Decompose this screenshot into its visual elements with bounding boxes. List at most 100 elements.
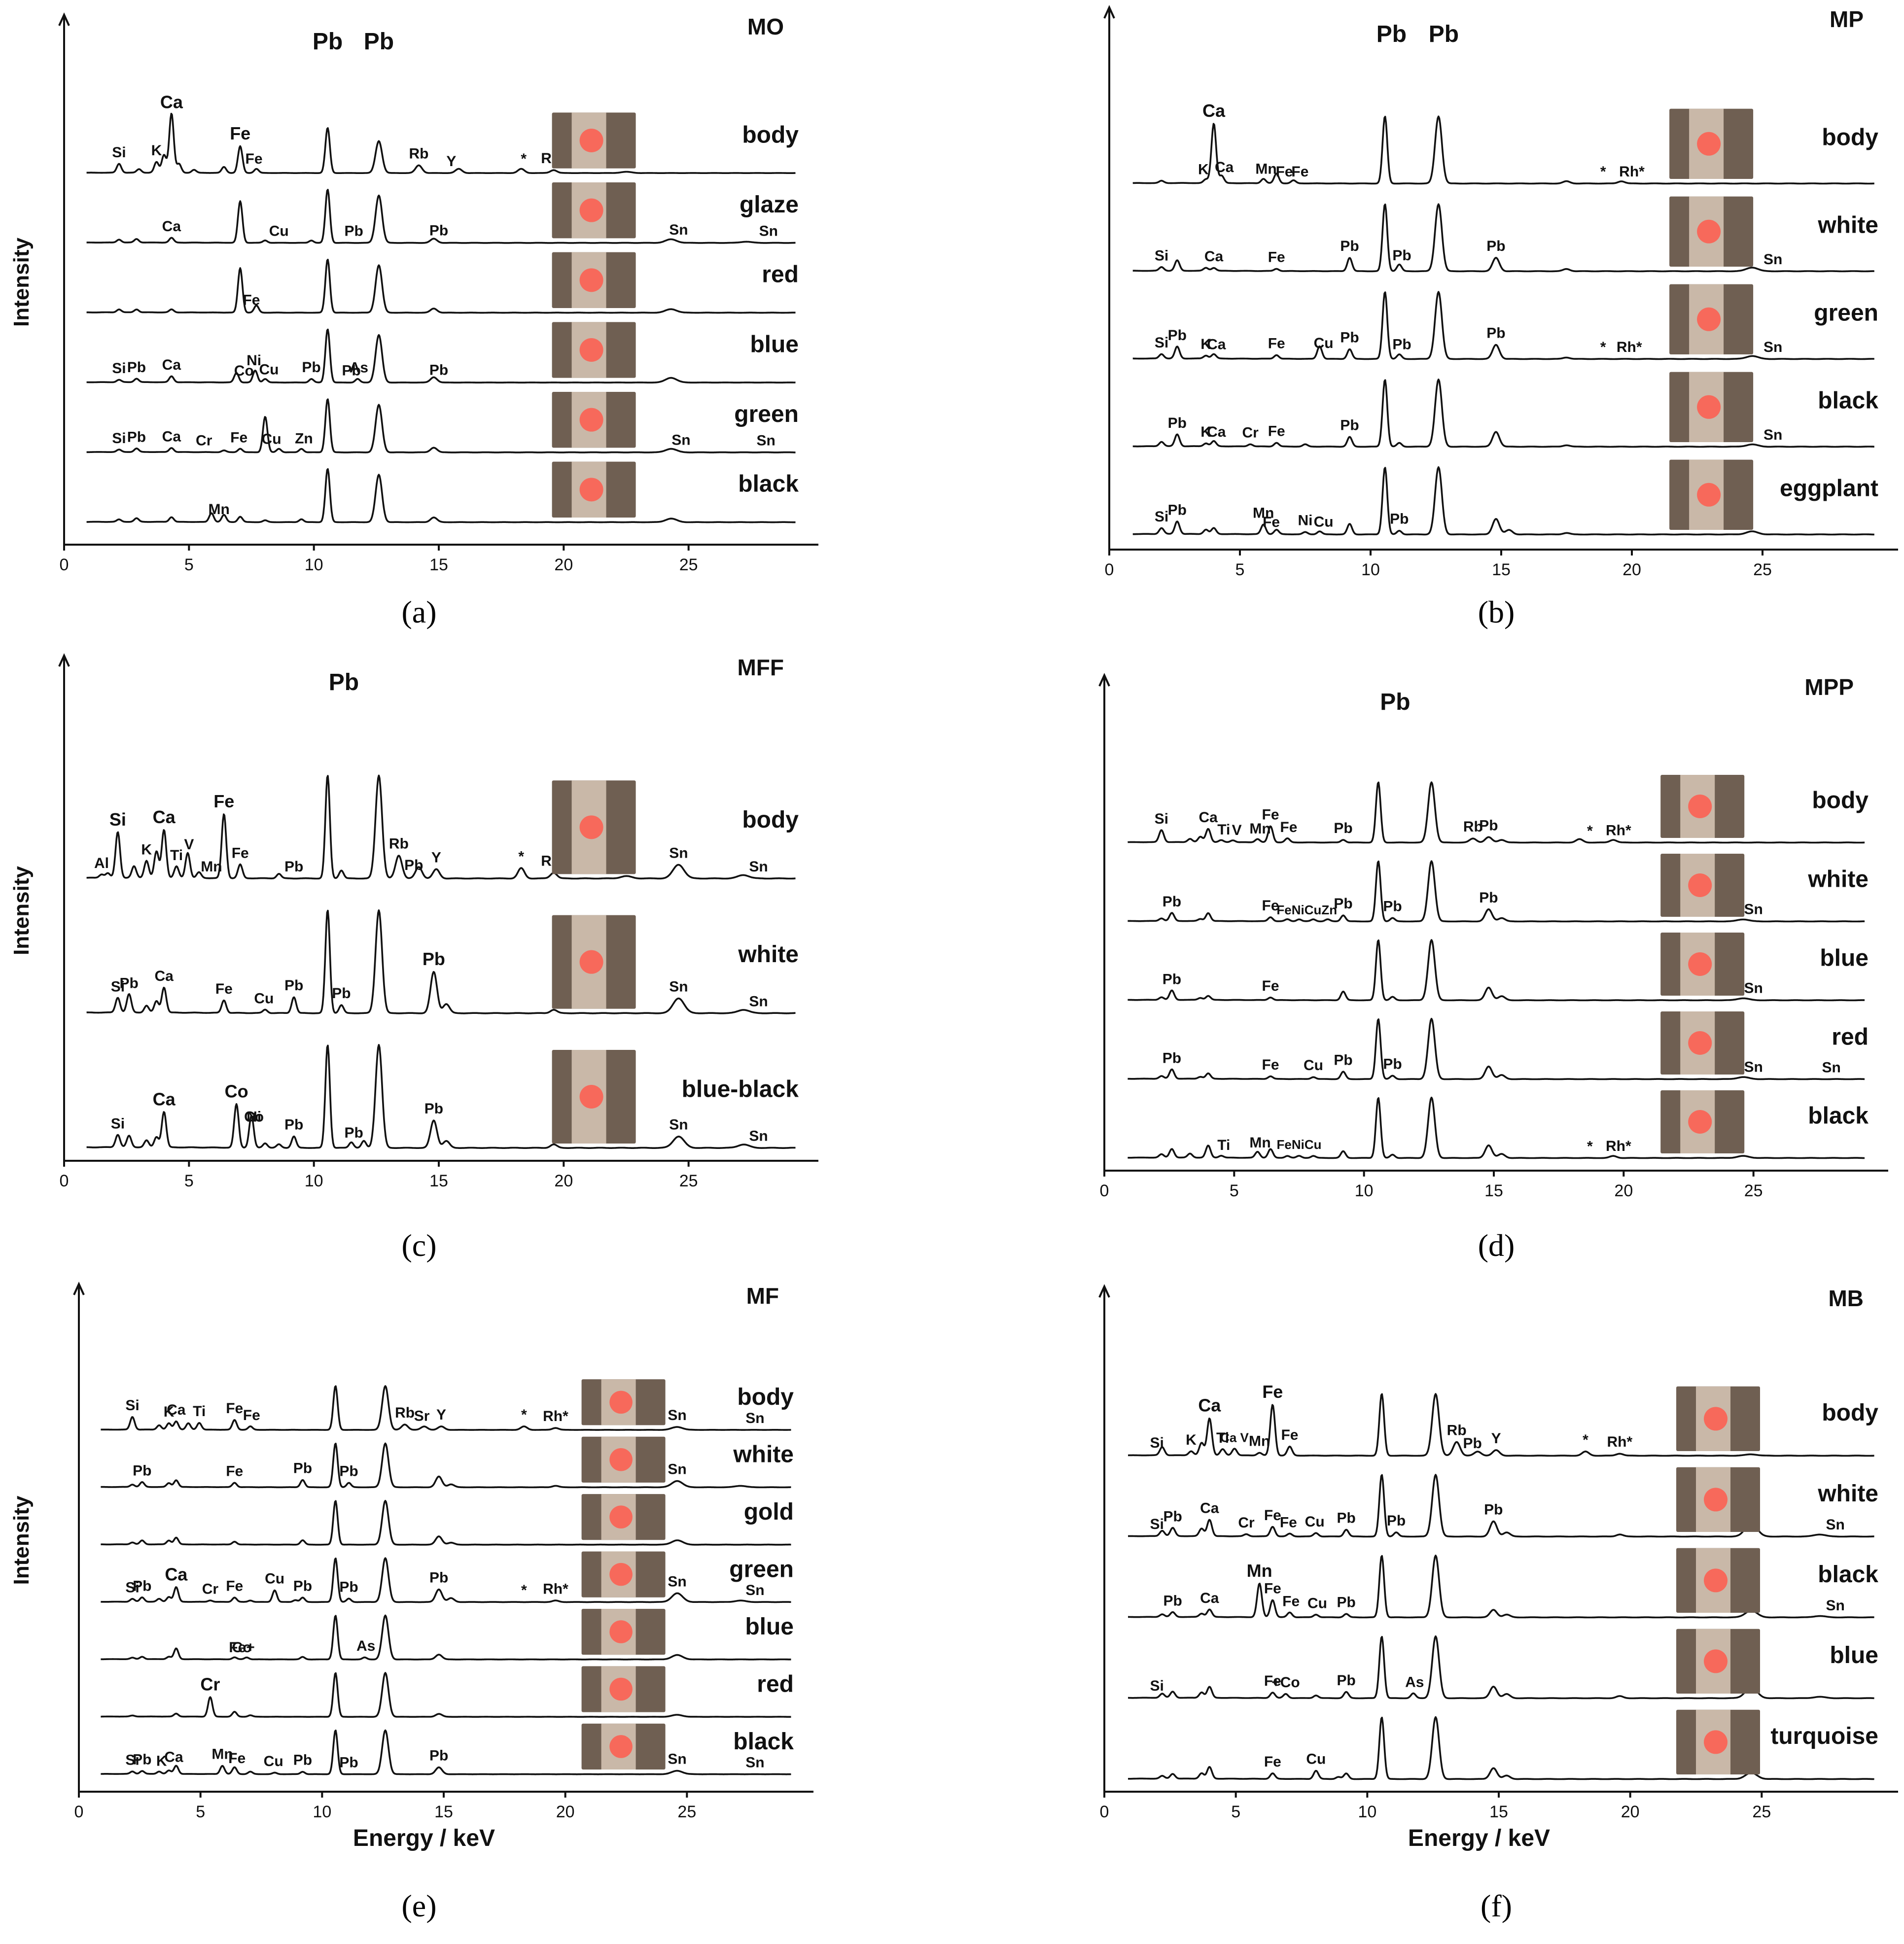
element-label: K xyxy=(164,1404,175,1420)
element-label: Pb xyxy=(120,975,139,991)
element-label: Ti xyxy=(193,1403,206,1420)
spectrum-line xyxy=(1132,379,1875,448)
x-tick-label: 0 xyxy=(1105,560,1114,579)
element-label: As xyxy=(1405,1674,1424,1691)
sample-code: MP xyxy=(1830,6,1864,32)
x-tick-label: 25 xyxy=(679,1172,698,1190)
element-label: Pb xyxy=(339,1755,358,1771)
series-name: white xyxy=(1817,1481,1878,1507)
element-label: Pb xyxy=(339,1579,358,1595)
series-name: blue xyxy=(1820,945,1869,972)
series-name: red xyxy=(1832,1024,1869,1050)
element-label: Si xyxy=(1155,811,1168,827)
x-tick-label: 5 xyxy=(184,555,194,574)
element-label: Mn xyxy=(1249,821,1270,837)
element-label: Cu xyxy=(1305,1514,1325,1530)
element-label: Cr xyxy=(1242,425,1259,441)
element-label: Fe xyxy=(1268,336,1285,352)
element-label: K xyxy=(1198,162,1209,178)
element-label: Pb xyxy=(133,1462,151,1479)
series-name: glaze xyxy=(740,192,799,218)
laser-spot xyxy=(579,1085,603,1109)
element-label: Fe xyxy=(1262,978,1279,994)
element-label: Fe xyxy=(1280,1514,1297,1530)
spectrum-line xyxy=(101,1385,791,1431)
element-label: Ti xyxy=(1217,822,1230,838)
element-label: Y xyxy=(1491,1430,1501,1447)
spectrum-line xyxy=(1128,1393,1874,1457)
element-label: Pb xyxy=(133,1752,151,1768)
element-label: Fe xyxy=(1280,819,1297,835)
element-label: Si xyxy=(125,1752,139,1769)
element-label: Fe xyxy=(1264,1754,1281,1770)
element-label: Si xyxy=(109,809,126,830)
x-tick-label: 10 xyxy=(305,1172,323,1190)
element-label: Pb xyxy=(284,1117,303,1133)
element-label: Sn xyxy=(1744,1059,1763,1076)
sample-photo xyxy=(1676,1629,1760,1694)
element-label: Fe xyxy=(1291,164,1308,180)
series-name: white xyxy=(1817,212,1878,239)
spectra-plot: 0510152025IntensityMOSiKCaFeFePbPbRbY*Rh… xyxy=(9,12,818,574)
element-label: Ti xyxy=(170,847,183,864)
element-label: Pb xyxy=(1168,327,1187,344)
element-label: Fe xyxy=(1263,514,1280,530)
element-label: Ti xyxy=(1217,1137,1230,1153)
element-label: Cr xyxy=(196,433,212,449)
spectrum-line xyxy=(86,189,796,244)
series-name: green xyxy=(729,1556,794,1582)
x-tick-label: 10 xyxy=(1361,560,1380,579)
element-label: K xyxy=(156,1753,167,1769)
element-label: Y xyxy=(436,1407,446,1423)
element-label: Sn xyxy=(668,1573,686,1590)
series-name: red xyxy=(757,1671,794,1697)
element-label: Si xyxy=(112,360,126,377)
element-label: Fe xyxy=(232,845,249,861)
element-label: Rh* xyxy=(543,1408,568,1424)
element-label: Mn xyxy=(1249,1433,1270,1450)
sample-photo xyxy=(1660,775,1745,838)
laser-spot xyxy=(1704,1488,1728,1512)
spectrum-line xyxy=(86,328,796,383)
sample-photo xyxy=(552,1050,636,1144)
laser-spot xyxy=(1688,952,1712,976)
element-label: Sn xyxy=(1744,980,1763,997)
element-label: Pb xyxy=(1334,896,1352,912)
element-label: Pb xyxy=(1486,325,1505,341)
element-label: Co xyxy=(225,1081,248,1102)
element-label: As xyxy=(350,360,368,376)
element-label: Sn xyxy=(745,1755,764,1771)
x-tick-label: 5 xyxy=(1235,560,1245,579)
element-label: Pb xyxy=(364,29,394,55)
element-label: Cr xyxy=(1238,1515,1255,1531)
element-label: Pb xyxy=(1340,330,1359,346)
element-label: Sr xyxy=(414,1408,430,1424)
x-tick-label: 20 xyxy=(556,1803,575,1821)
x-tick-label: 10 xyxy=(313,1803,331,1821)
laser-spot xyxy=(579,129,603,152)
spectrum-line xyxy=(86,774,796,880)
sample-photo xyxy=(581,1723,666,1770)
element-label: Pb xyxy=(1163,1509,1182,1525)
element-label: Pb xyxy=(332,985,351,1002)
x-tick-label: 0 xyxy=(1100,1181,1109,1200)
x-tick-label: 15 xyxy=(1492,560,1511,579)
element-label: Sn xyxy=(1826,1517,1844,1533)
spectrum-line xyxy=(101,1729,791,1775)
sample-photo xyxy=(552,780,636,874)
series-name: black xyxy=(1808,1103,1869,1129)
laser-spot xyxy=(609,1390,633,1414)
element-label: Pb xyxy=(293,1752,312,1769)
spectrum-line xyxy=(1128,1716,1874,1780)
element-label: Mn xyxy=(1247,1561,1272,1581)
laser-spot xyxy=(1697,483,1721,507)
element-label: Co xyxy=(244,1109,264,1125)
caption-f: (f) xyxy=(1481,1888,1512,1923)
spectrum-line xyxy=(1128,939,1865,1002)
element-label: Pb xyxy=(329,669,359,695)
sample-code: MB xyxy=(1828,1285,1864,1311)
